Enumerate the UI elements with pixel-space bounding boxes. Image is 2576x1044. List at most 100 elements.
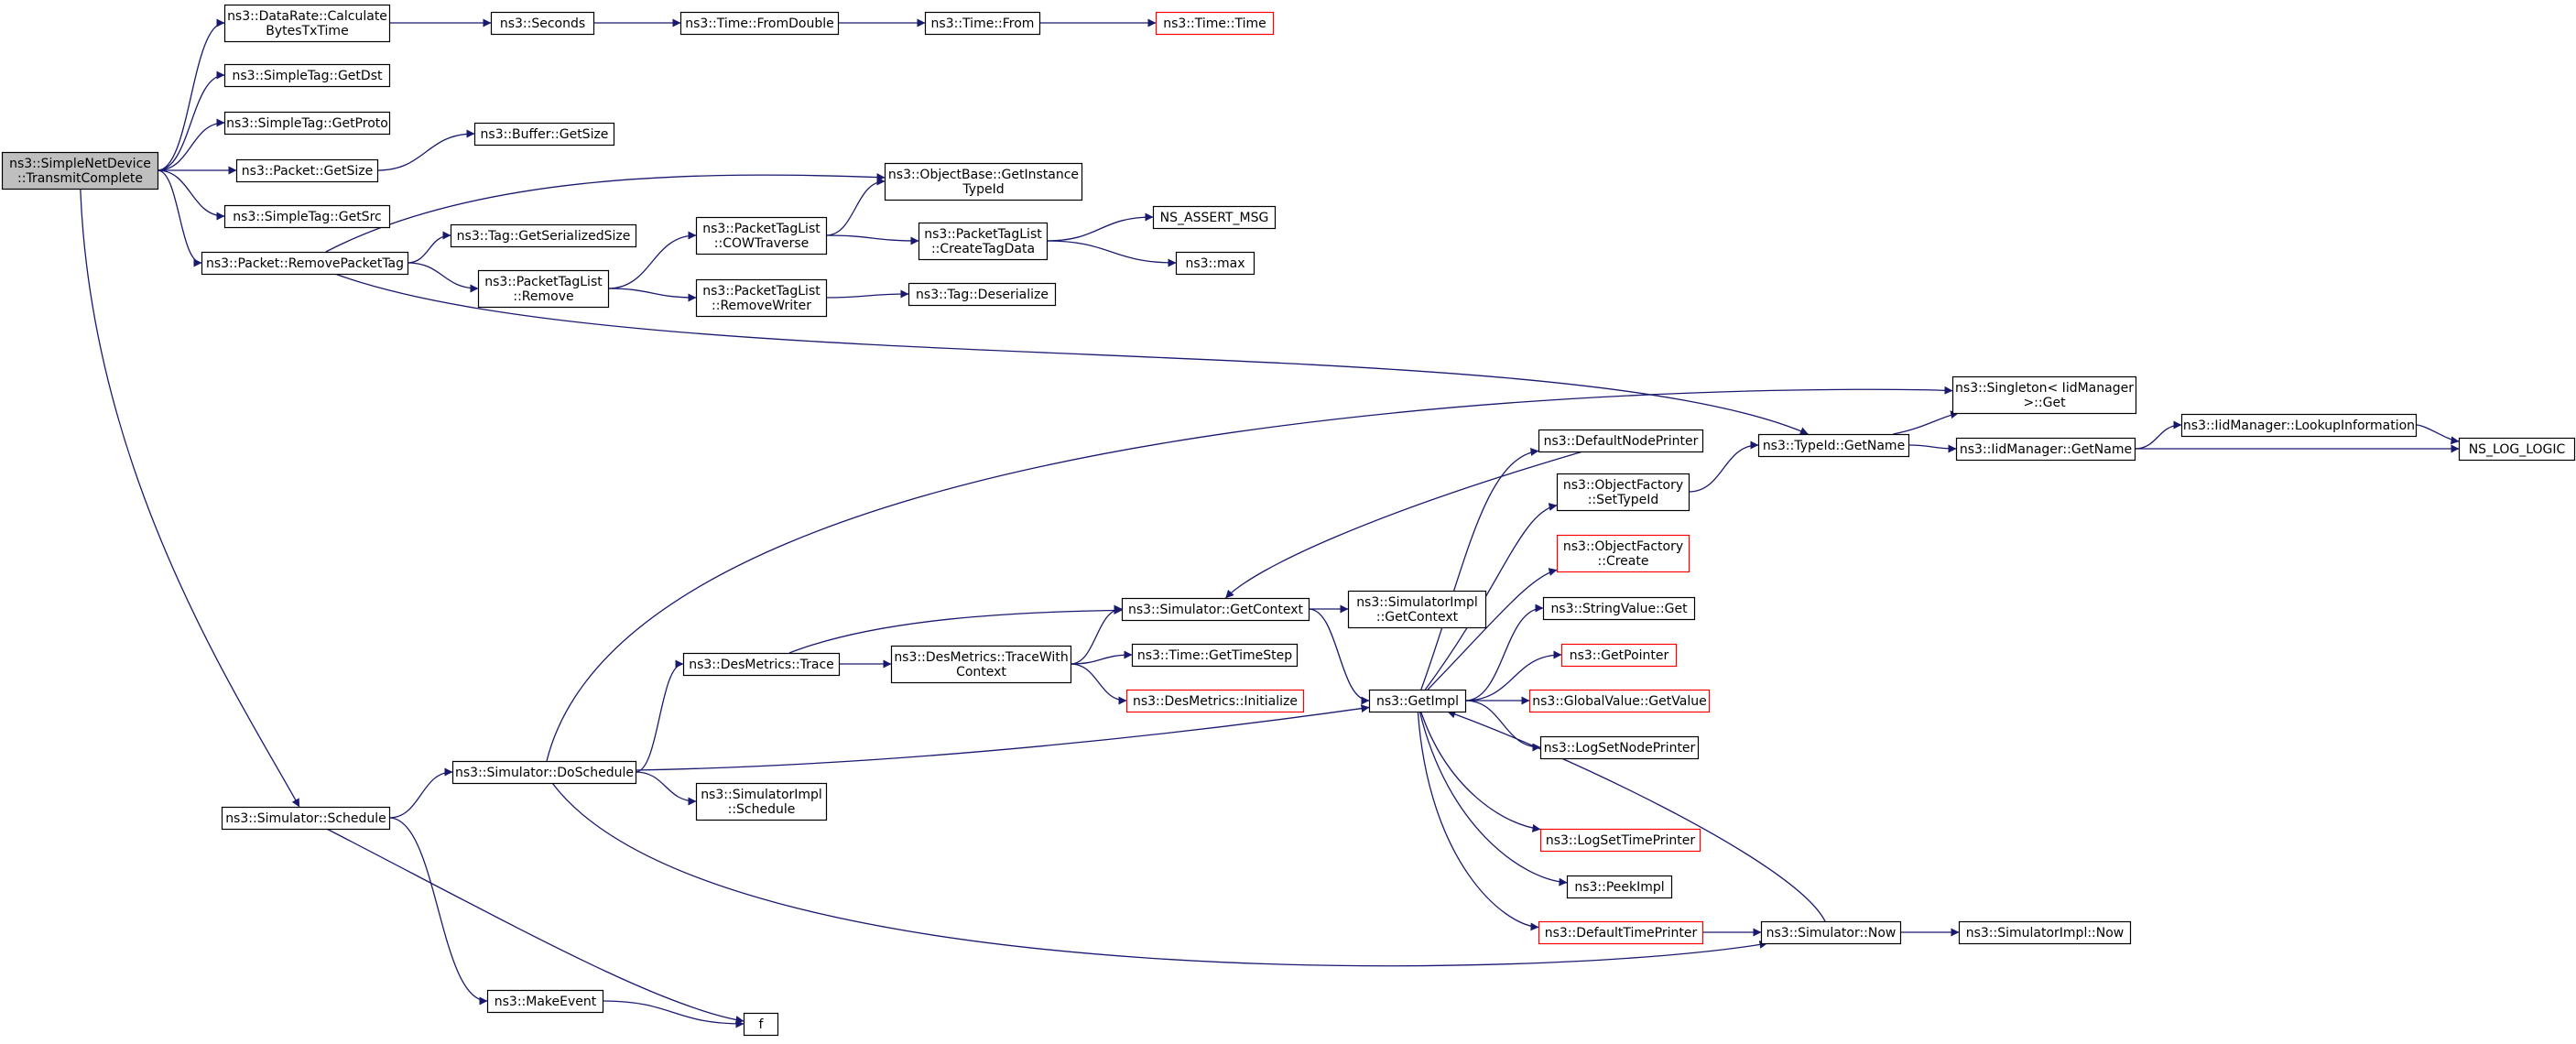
node-box[interactable] [679,11,840,36]
node-box[interactable] [695,216,828,256]
node-packettaglist_createtagdata[interactable]: ns3::PacketTagList::CreateTagData [918,222,1049,261]
node-simulator_now[interactable]: ns3::Simulator::Now [1760,920,1902,945]
node-max[interactable]: ns3::max [1175,251,1255,276]
node-defaultnodeprinter[interactable]: ns3::DefaultNodePrinter [1538,429,1704,453]
node-box[interactable] [1155,11,1275,36]
node-logsetnodeprinter[interactable]: ns3::LogSetNodePrinter [1539,735,1700,760]
node-tag_deserialize[interactable]: ns3::Tag::Deserialize [908,282,1057,307]
node-getimpl[interactable]: ns3::GetImpl [1368,689,1467,713]
node-box[interactable] [1175,251,1255,276]
node-packettaglist_cowtraverse[interactable]: ns3::PacketTagList::COWTraverse [695,216,828,256]
node-box[interactable] [1757,433,1910,458]
node-time_from_double[interactable]: ns3::Time::FromDouble [679,11,840,36]
node-box[interactable] [223,204,391,229]
node-box[interactable] [1556,473,1690,512]
node-box[interactable] [1368,689,1467,713]
node-desmetrics_initialize[interactable]: ns3::DesMetrics::Initialize [1125,689,1305,713]
node-box[interactable] [450,223,637,248]
node-stringvalue_get[interactable]: ns3::StringValue::Get [1542,596,1696,621]
node-box[interactable] [1760,920,1902,945]
node-tag_getserializedsize[interactable]: ns3::Tag::GetSerializedSize [450,223,637,248]
node-f[interactable]: f [743,1012,779,1037]
node-packet_getsize[interactable]: ns3::Packet::GetSize [235,158,379,183]
node-box[interactable] [1556,534,1690,573]
node-box[interactable] [223,4,391,43]
node-simpletag_getdst[interactable]: ns3::SimpleTag::GetDst [223,63,391,88]
node-packet_removepackettag[interactable]: ns3::Packet::RemovePacketTag [201,251,409,276]
node-getpointer[interactable]: ns3::GetPointer [1560,643,1678,668]
node-box[interactable] [695,278,828,318]
node-box[interactable] [1955,437,2136,462]
node-transmit_complete[interactable]: ns3::SimpleNetDevice::TransmitComplete [1,151,159,190]
node-typeid_getname[interactable]: ns3::TypeId::GetName [1757,433,1910,458]
node-buffer_getsize[interactable]: ns3::Buffer::GetSize [473,122,615,147]
node-box[interactable] [1347,590,1487,629]
node-iidmanager_getname[interactable]: ns3::IidManager::GetName [1955,437,2136,462]
node-box[interactable] [1538,429,1704,453]
node-box[interactable] [1152,205,1277,230]
node-box[interactable] [451,760,637,785]
node-ns_log_logic[interactable]: NS_LOG_LOGIC [2458,437,2576,462]
node-box[interactable] [682,652,841,677]
node-time_gettimestep[interactable]: ns3::Time::GetTimeStep [1131,643,1299,668]
node-box[interactable] [1560,643,1678,668]
node-box[interactable] [1566,875,1673,899]
node-box[interactable] [1542,596,1696,621]
node-box[interactable] [1538,920,1704,945]
node-box[interactable] [490,11,595,36]
node-box[interactable] [223,111,391,136]
node-box[interactable] [2180,413,2418,438]
node-box[interactable] [235,158,379,183]
node-box[interactable] [1539,828,1701,853]
node-box[interactable] [477,269,610,309]
node-simpletag_getproto[interactable]: ns3::SimpleTag::GetProto [223,111,391,136]
node-simulator_schedule[interactable]: ns3::Simulator::Schedule [221,806,391,831]
node-defaulttimeprinter[interactable]: ns3::DefaultTimePrinter [1538,920,1704,945]
node-box[interactable] [473,122,615,147]
node-simulatorimpl_getcontext[interactable]: ns3::SimulatorImpl::GetContext [1347,590,1487,629]
node-objectfactory_settypeid[interactable]: ns3::ObjectFactory::SetTypeId [1556,473,1690,512]
node-box[interactable] [908,282,1057,307]
node-box[interactable] [1539,735,1700,760]
node-desmetrics_trace[interactable]: ns3::DesMetrics::Trace [682,652,841,677]
node-box[interactable] [221,806,391,831]
node-simulator_getcontext[interactable]: ns3::Simulator::GetContext [1121,597,1310,622]
node-box[interactable] [1958,920,2132,945]
node-packettaglist_removewriter[interactable]: ns3::PacketTagList::RemoveWriter [695,278,828,318]
node-box[interactable] [1,151,159,190]
node-box[interactable] [223,63,391,88]
node-simpletag_getsrc[interactable]: ns3::SimpleTag::GetSrc [223,204,391,229]
node-box[interactable] [890,645,1072,684]
node-box[interactable] [2458,437,2576,462]
node-peekimpl[interactable]: ns3::PeekImpl [1566,875,1673,899]
node-time_from[interactable]: ns3::Time::From [924,11,1041,36]
node-time_time[interactable]: ns3::Time::Time [1155,11,1275,36]
node-seconds[interactable]: ns3::Seconds [490,11,595,36]
node-box[interactable] [1121,597,1310,622]
node-box[interactable] [1131,643,1299,668]
node-box[interactable] [743,1012,779,1037]
node-box[interactable] [1951,375,2137,415]
node-box[interactable] [695,782,828,821]
node-simulatorimpl_schedule[interactable]: ns3::SimulatorImpl::Schedule [695,782,828,821]
node-box[interactable] [924,11,1041,36]
node-globalvalue_getvalue[interactable]: ns3::GlobalValue::GetValue [1528,689,1711,713]
node-box[interactable] [486,989,604,1014]
node-box[interactable] [1125,689,1305,713]
node-simulator_doschedule[interactable]: ns3::Simulator::DoSchedule [451,760,637,785]
node-makeevent[interactable]: ns3::MakeEvent [486,989,604,1014]
node-logsettimeprinter[interactable]: ns3::LogSetTimePrinter [1539,828,1701,853]
node-box[interactable] [884,162,1083,201]
node-ns_assert_msg[interactable]: NS_ASSERT_MSG [1152,205,1277,230]
node-box[interactable] [918,222,1049,261]
node-simulatorimpl_now[interactable]: ns3::SimulatorImpl::Now [1958,920,2132,945]
node-objectfactory_create[interactable]: ns3::ObjectFactory::Create [1556,534,1690,573]
node-singleton_get[interactable]: ns3::Singleton< IidManager >::Get [1951,375,2137,415]
node-box[interactable] [1528,689,1711,713]
node-box[interactable] [201,251,409,276]
node-packettaglist_remove[interactable]: ns3::PacketTagList::Remove [477,269,610,309]
node-iidmanager_lookupinformation[interactable]: ns3::IidManager::LookupInformation [2180,413,2418,438]
